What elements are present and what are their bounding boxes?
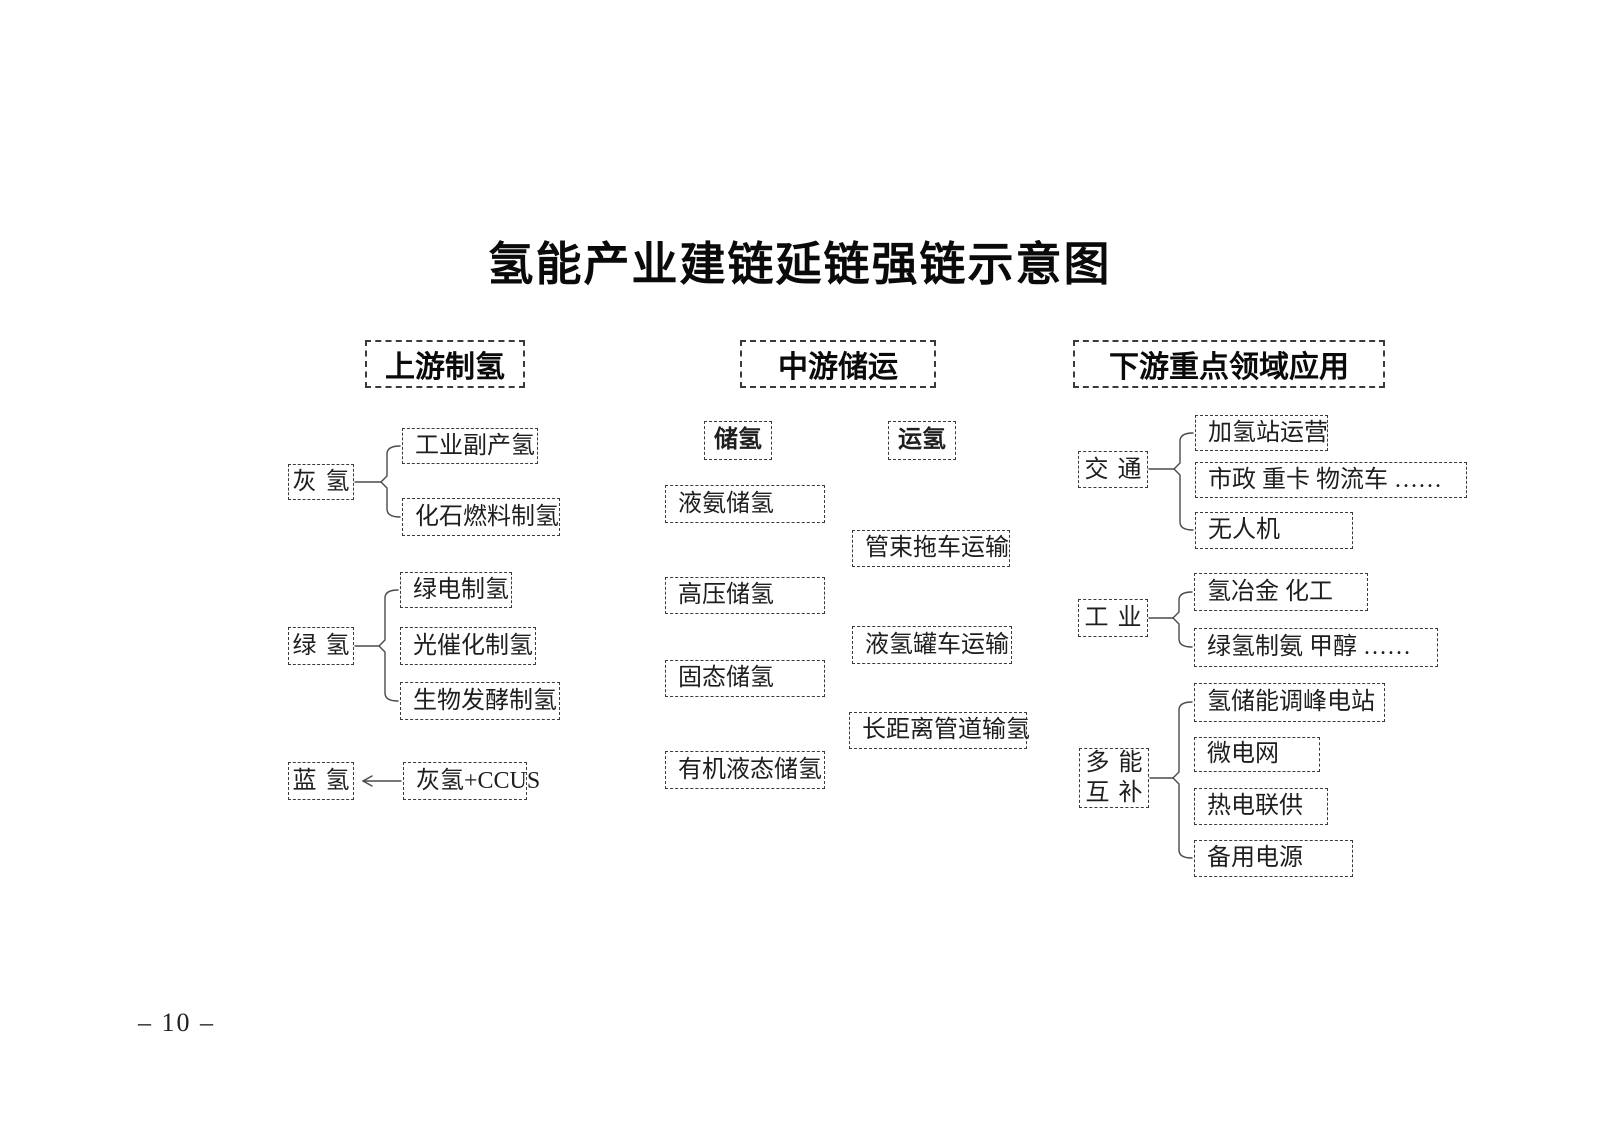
node-hydrogen-metallurgy-chemical: 氢冶金 化工	[1194, 573, 1368, 611]
node-grey-hydrogen-ccus: 灰氢+CCUS	[403, 762, 540, 800]
node-hydrogen-station-operation: 加氢站运营	[1195, 415, 1328, 451]
brace-transportation	[1148, 425, 1195, 539]
node-green-power-hydrogen: 绿电制氢	[400, 572, 512, 608]
node-industrial-byproduct-hydrogen: 工业副产氢	[402, 428, 538, 464]
node-microgrid: 微电网	[1194, 737, 1320, 772]
node-combined-heat-power: 热电联供	[1194, 788, 1328, 825]
node-blue-hydrogen: 蓝氢	[288, 762, 354, 800]
node-backup-power: 备用电源	[1194, 840, 1353, 877]
node-municipal-heavy-truck-logistics: 市政 重卡 物流车 ……	[1195, 462, 1467, 498]
node-grey-hydrogen: 灰氢	[288, 464, 354, 500]
node-photocatalytic-hydrogen: 光催化制氢	[400, 627, 536, 665]
node-hydrogen-storage-peak-shaving-station: 氢储能调峰电站	[1194, 683, 1385, 722]
storage-subheader: 储氢	[704, 421, 772, 460]
node-high-pressure-storage: 高压储氢	[665, 577, 825, 614]
node-solid-state-storage: 固态储氢	[665, 660, 825, 697]
node-transportation: 交通	[1078, 451, 1148, 488]
node-liquid-hydrogen-tanker-transport: 液氢罐车运输	[852, 626, 1012, 664]
node-tube-trailer-transport: 管束拖车运输	[852, 530, 1010, 567]
node-organic-liquid-storage: 有机液态储氢	[665, 751, 825, 789]
node-long-distance-pipeline: 长距离管道输氢	[849, 712, 1030, 749]
node-bio-fermentation-hydrogen: 生物发酵制氢	[400, 682, 560, 720]
node-multi-energy-complementary: 多能 互补	[1079, 748, 1149, 808]
upstream-header: 上游制氢	[365, 340, 525, 388]
brace-multi-energy	[1149, 694, 1194, 867]
node-liquid-ammonia-storage: 液氨储氢	[665, 485, 825, 523]
page-number: – 10 –	[138, 1008, 215, 1037]
midstream-header: 中游储运	[740, 340, 936, 388]
brace-industry	[1148, 584, 1194, 656]
left-arrow-icon	[356, 772, 402, 790]
node-green-hydrogen: 绿氢	[288, 627, 354, 665]
node-fossil-fuel-hydrogen: 化石燃料制氢	[402, 498, 560, 536]
downstream-header: 下游重点领域应用	[1073, 340, 1385, 388]
node-green-ammonia-methanol: 绿氢制氨 甲醇 ……	[1194, 628, 1438, 667]
transport-subheader: 运氢	[888, 421, 956, 460]
brace-grey-hydrogen	[354, 438, 402, 526]
node-drone: 无人机	[1195, 512, 1353, 549]
brace-green-hydrogen	[354, 582, 400, 708]
page-title: 氢能产业建链延链强链示意图	[487, 237, 1112, 291]
node-industry: 工业	[1078, 599, 1148, 637]
